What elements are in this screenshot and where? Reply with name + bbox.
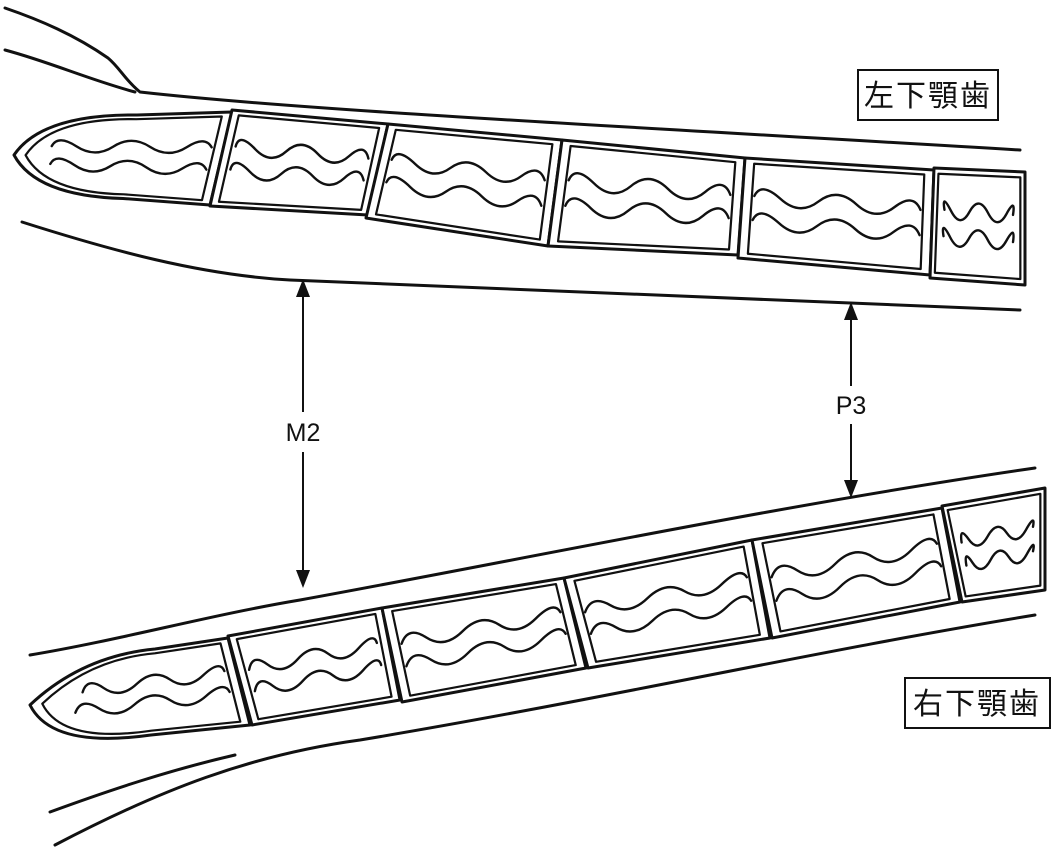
lower-tooth-row (30, 488, 1045, 738)
lower-tooth (942, 488, 1045, 602)
upper-tooth (14, 112, 232, 205)
lower-jaw (30, 468, 1045, 845)
right-mandibular-label: 右下顎歯 (913, 687, 1041, 722)
left-mandibular-label-box: 左下顎歯 (858, 70, 998, 120)
upper-tooth (210, 110, 388, 215)
lower-tooth (228, 608, 400, 725)
p3-label: P3 (836, 392, 867, 420)
m2-arrow-head-down (296, 570, 310, 588)
upper-jaw (5, 8, 1025, 310)
m2-measurement: M2 (286, 279, 321, 588)
upper-tooth (548, 140, 745, 255)
upper-tooth (930, 168, 1025, 285)
lower-tooth-outline (942, 488, 1045, 602)
upper-tooth-outline (930, 168, 1025, 285)
lower-tooth-outline (564, 540, 770, 668)
p3-measurement: P3 (836, 302, 867, 498)
lower-tooth (30, 638, 250, 738)
lower-tooth (382, 578, 586, 702)
lower-tooth (752, 508, 960, 638)
upper-tooth-row (14, 110, 1025, 285)
left-mandibular-label: 左下顎歯 (864, 79, 992, 114)
upper-tooth-outline (738, 158, 934, 275)
upper-tooth (738, 158, 934, 275)
upper-tooth-outline (548, 140, 745, 255)
m2-label: M2 (286, 419, 321, 447)
right-mandibular-label-box: 右下顎歯 (905, 678, 1050, 728)
upper-tooth (366, 124, 562, 246)
lower-tooth (564, 540, 770, 668)
upper-jaw-extra-edge (5, 50, 135, 92)
upper-tooth-outline (14, 112, 232, 205)
